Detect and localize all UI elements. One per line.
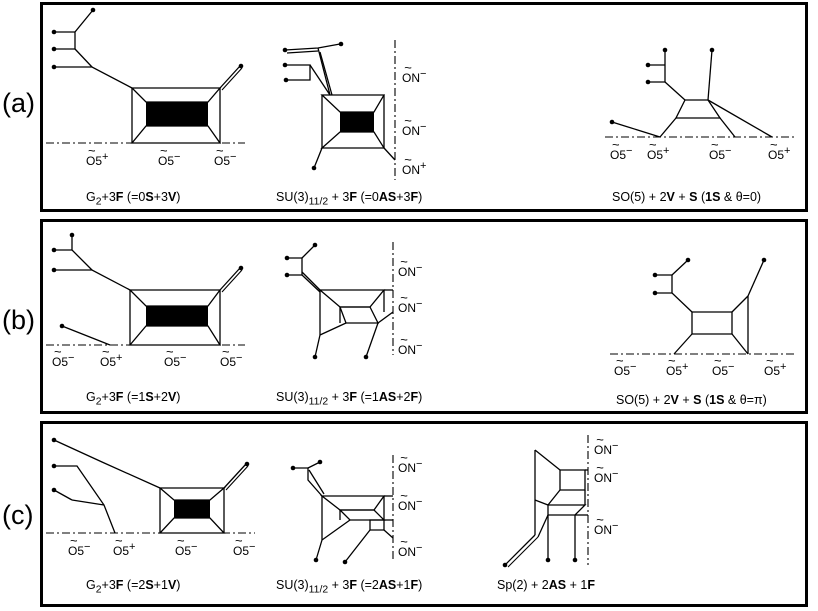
plane-label-o5-minus: O5− [709,139,731,161]
caption-c2: SU(3)11/2 + 3F (=2AS+1F) [276,578,423,596]
caption-a3: SO(5) + 2V + S (1S & θ=0) [612,190,762,204]
caption-a1: G2+3F (=0S+3V) [86,190,181,208]
plane-label-o5-minus: O5− [175,535,197,557]
plane-label-o5-minus: O5− [52,346,74,368]
plane-label-on-minus: ON− [398,292,422,314]
row-label-a: (a) [2,88,35,118]
plane-label-o5-minus: O5− [164,346,186,368]
row-label-c: (c) [2,500,34,530]
panel-a [40,2,808,212]
plane-label-o5-plus: O5+ [768,139,790,161]
caption-b1: G2+3F (=1S+2V) [86,390,181,408]
plane-label-on-minus: ON− [594,462,618,484]
caption-c1: G2+3F (=2S+1V) [86,578,181,596]
plane-label-o5-minus: O5− [233,535,255,557]
plane-label-o5-minus: O5− [712,355,734,377]
plane-label-o5-minus: O5− [214,145,236,167]
plane-label-on-plus: ON+ [402,154,426,176]
plane-label-o5-minus: O5+ [86,145,108,167]
caption-c3: Sp(2) + 2AS + 1F [497,578,595,592]
caption-b2: SU(3)11/2 + 3F (=1AS+2F) [276,390,423,408]
plane-label-o5-plus: O5+ [666,355,688,377]
plane-label-on-minus: ON− [398,536,422,558]
panel-c [40,421,808,607]
plane-label-on-minus: ON− [594,434,618,456]
plane-label-on-minus: ON− [398,490,422,512]
row-label-b: (b) [2,305,35,335]
plane-label-o5-minus: O5− [614,355,636,377]
plane-label-o5-minus: O5− [610,139,632,161]
plane-label-o5-plus: O5+ [100,346,122,368]
plane-label-o5-plus: O5+ [113,535,135,557]
plane-label-on-minus: ON− [398,334,422,356]
plane-label-on-minus: ON− [398,256,422,278]
plane-label-on-minus: ON− [402,62,426,84]
caption-a2: SU(3)11/2 + 3F (=0AS+3F) [276,190,423,208]
plane-label-o5-plus: O5+ [764,355,786,377]
plane-label-o5-minus: O5− [68,535,90,557]
plane-label-o5-minus: O5− [220,346,242,368]
plane-label-o5-plus: O5+ [647,139,669,161]
panel-b [40,219,808,414]
plane-label-on-minus: ON− [402,115,426,137]
caption-b3: SO(5) + 2V + S (1S & θ=π) [616,393,767,407]
plane-label-o5-minus: O5− [158,145,180,167]
plane-label-on-minus: ON− [398,452,422,474]
plane-label-on-minus: ON− [594,514,618,536]
